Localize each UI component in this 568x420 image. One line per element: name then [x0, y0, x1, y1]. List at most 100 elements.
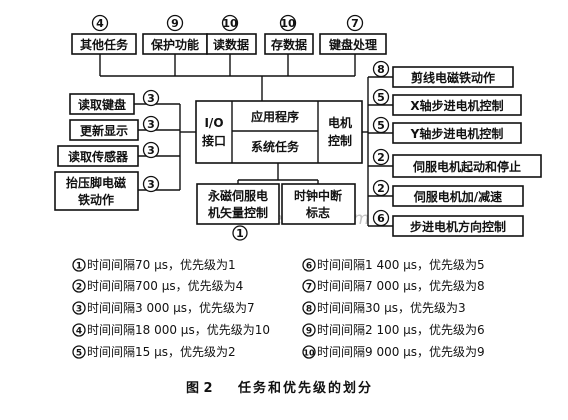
task-box [69, 93, 135, 115]
legend-text: 时间间隔9 000 μs，优先级为9 [317, 345, 485, 359]
legend: 1 时间间隔70 μs，优先级为1 2 时间间隔700 μs，优先级为4 3 时… [72, 258, 485, 359]
task-label: X轴步进电机控制 [410, 98, 503, 113]
task-box [54, 171, 139, 211]
legend-number: 5 [76, 349, 82, 359]
priority-number: 3 [147, 144, 155, 157]
legend-text: 时间间隔30 μs，优先级为3 [317, 301, 466, 315]
priority-number: 5 [377, 119, 385, 132]
task-label: 读数据 [213, 37, 249, 52]
legend-number: 7 [306, 283, 312, 293]
legend-text: 时间间隔7 000 μs，优先级为8 [317, 279, 485, 293]
task-label-line2: 机矢量控制 [208, 205, 268, 220]
legend-badge [72, 345, 86, 359]
priority-number: 4 [96, 17, 104, 30]
motor-label-line1: 电机 [328, 115, 352, 130]
io-label-line1: I/O [204, 116, 223, 130]
io-label-line2: 接口 [202, 133, 226, 148]
legend-badge [302, 345, 316, 359]
top-tasks: 4 其他任务 9 保护功能 10 读数据 10 存数据 7 键盘处理 [71, 14, 387, 55]
legend-text: 时间间隔70 μs，优先级为1 [87, 258, 236, 272]
priority-badge [221, 14, 239, 32]
task-pm-servo-vector: 永磁伺服电 机矢量控制 1 [196, 183, 280, 241]
priority-badge [279, 14, 297, 32]
priority-badge [372, 209, 390, 227]
legend-item: 1 时间间隔70 μs，优先级为1 [72, 258, 236, 272]
legend-badge [72, 301, 86, 315]
central-block: I/O 接口 应用程序 系统任务 电机 控制 [195, 100, 363, 164]
task-box [71, 33, 137, 55]
legend-badge [72, 258, 86, 272]
legend-item: 9 时间间隔2 100 μs，优先级为6 [302, 323, 485, 337]
priority-number: 3 [147, 92, 155, 105]
priority-number: 2 [377, 182, 385, 195]
figure-number: 图 2 [186, 381, 213, 396]
task-box [392, 66, 514, 88]
priority-number: 10 [280, 17, 296, 30]
task-label: 键盘处理 [328, 37, 377, 52]
task-presser-foot: 抬压脚电磁 铁动作 3 [54, 171, 160, 211]
legend-item: 8 时间间隔30 μs，优先级为3 [302, 301, 466, 315]
legend-item: 3 时间间隔3 000 μs，优先级为7 [72, 301, 255, 315]
legend-item: 10 时间间隔9 000 μs，优先级为9 [302, 345, 485, 359]
task-box [392, 215, 524, 237]
task-box [392, 154, 542, 178]
priority-badge [91, 14, 109, 32]
task-label: 读取键盘 [78, 97, 126, 112]
priority-badge [372, 88, 390, 106]
legend-badge [302, 323, 316, 337]
legend-badge [302, 258, 316, 272]
legend-badge [302, 279, 316, 293]
task-box [392, 185, 524, 207]
task-box [69, 119, 139, 141]
priority-number: 9 [171, 17, 179, 30]
task-label: 剪线电磁铁动作 [411, 70, 495, 85]
priority-number: 10 [222, 17, 238, 30]
priority-badge [372, 148, 390, 166]
priority-badge [232, 225, 248, 241]
system-task-label: 系统任务 [251, 139, 300, 154]
priority-number: 2 [377, 151, 385, 164]
priority-badge [142, 115, 160, 133]
task-label-line1: 时钟中断 [294, 188, 342, 203]
figure-caption: 图 2 任务和优先级的划分 [186, 380, 373, 396]
task-box [264, 33, 314, 55]
task-box [281, 183, 356, 225]
task-box [206, 33, 257, 55]
task-label: 伺服电机加/减速 [413, 189, 502, 204]
priority-number: 8 [377, 63, 385, 76]
task-label: 存数据 [270, 37, 307, 52]
task-other: 4 其他任务 [71, 14, 137, 55]
legend-text: 时间间隔2 100 μs，优先级为6 [317, 323, 485, 337]
task-label-line1: 永磁伺服电 [207, 188, 268, 203]
task-label: 伺服电机起动和停止 [412, 159, 521, 174]
task-label: 读取传感器 [68, 149, 129, 164]
legend-text: 时间间隔700 μs，优先级为4 [87, 279, 243, 293]
priority-number: 7 [351, 17, 359, 30]
legend-text: 时间间隔15 μs，优先级为2 [87, 345, 236, 359]
legend-number: 9 [306, 327, 312, 337]
app-label: 应用程序 [251, 109, 299, 124]
legend-number: 4 [76, 327, 82, 337]
priority-badge [142, 175, 160, 193]
task-servo-accel: 2 伺服电机加/减速 [372, 179, 524, 207]
task-label: 更新显示 [80, 123, 128, 138]
legend-number: 1 [76, 262, 82, 272]
legend-number: 8 [306, 305, 312, 315]
priority-badge [166, 14, 184, 32]
legend-item: 2 时间间隔700 μs，优先级为4 [72, 279, 243, 293]
priority-badge [142, 89, 160, 107]
priority-number: 3 [147, 178, 155, 191]
priority-badge [372, 116, 390, 134]
priority-badge [372, 60, 390, 78]
task-stepper-direction: 6 步进电机方向控制 [372, 209, 524, 237]
task-thread-cutter: 8 剪线电磁铁动作 [372, 60, 514, 88]
task-x-stepper: 5 X轴步进电机控制 [372, 88, 522, 116]
priority-number: 6 [377, 212, 385, 225]
task-label: 保护功能 [150, 37, 199, 52]
task-update-display: 更新显示 3 [69, 115, 160, 141]
figure-title: 任务和优先级的划分 [237, 380, 373, 396]
legend-text: 时间间隔18 000 μs，优先级为10 [87, 323, 270, 337]
legend-badge [302, 301, 316, 315]
